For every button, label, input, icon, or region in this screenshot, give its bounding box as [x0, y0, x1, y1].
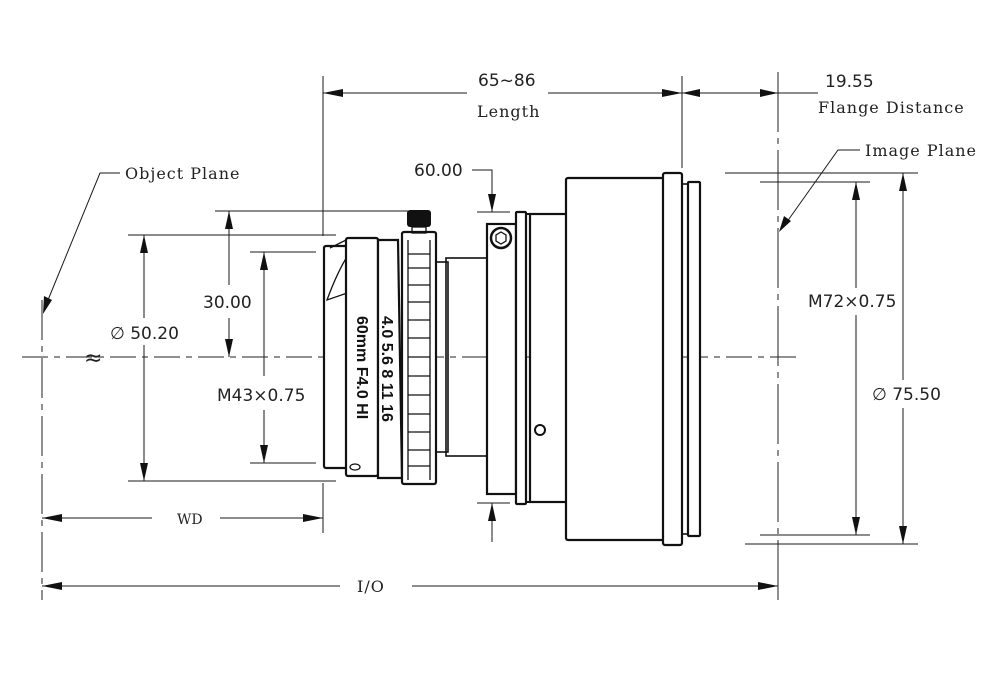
adapter-screw-hole [534, 424, 546, 436]
rear-housing [564, 176, 668, 542]
aperture-ring-knurling [407, 240, 431, 480]
front-height-dimension: 30.00 [203, 210, 408, 357]
aperture-ring [400, 230, 438, 486]
clamp-ring [485, 222, 518, 496]
object-plane-label: Object Plane [125, 164, 240, 183]
front-diameter-value: ∅ 50.20 [110, 324, 179, 344]
working-distance-label: WD [177, 512, 203, 528]
rear-diameter-dimension: ∅ 75.50 [725, 172, 941, 545]
rear-thread [686, 180, 702, 538]
front-thread-dimension: M43×0.75 [217, 251, 316, 464]
clamp-screw[interactable] [489, 226, 513, 250]
flange-value: 19.55 [825, 72, 874, 92]
rear-thread-dimension: M72×0.75 [760, 181, 896, 536]
approx-symbol: ≈ [84, 346, 102, 371]
length-dimension: 65~86 Length [322, 71, 683, 236]
flange-ring-1 [514, 210, 528, 506]
object-to-image-label: I/O [357, 577, 385, 596]
rear-diameter-value: ∅ 75.50 [872, 385, 941, 405]
mount-depth-value: 60.00 [414, 161, 463, 181]
working-distance-dimension: WD [42, 483, 324, 533]
front-thread-value: M43×0.75 [217, 386, 305, 406]
length-value: 65~86 [478, 71, 536, 91]
image-plane-label: Image Plane [865, 141, 977, 160]
lens-body: 4.0 5.6 8 11 16 60mm F4.0 HI [322, 171, 702, 547]
rear-thread-value: M72×0.75 [808, 292, 896, 312]
flange-label: Flange Distance [818, 98, 965, 117]
locking-knob-stem [411, 226, 427, 234]
flange-distance-dimension: 19.55 Flange Distance [682, 72, 965, 117]
mount-depth-dimension: 60.00 [414, 161, 510, 542]
rear-flange [661, 171, 684, 547]
object-plane-leader: Object Plane [43, 164, 240, 314]
front-height-value: 30.00 [203, 293, 252, 313]
clamp-screw-hex [495, 231, 507, 245]
mid-tube [435, 261, 449, 453]
adapter-tube [528, 212, 569, 504]
focus-screw-hole [349, 463, 361, 471]
locking-knob[interactable] [407, 210, 431, 227]
length-label: Length [477, 102, 540, 121]
object-to-image-dimension: I/O [42, 577, 778, 596]
front-diameter-dimension: ∅ 50.20 [110, 234, 336, 482]
aperture-scale-engraving: 4.0 5.6 8 11 16 [378, 316, 395, 422]
model-engraving: 60mm F4.0 HI [353, 316, 370, 419]
image-plane-leader: Image Plane [779, 141, 977, 232]
